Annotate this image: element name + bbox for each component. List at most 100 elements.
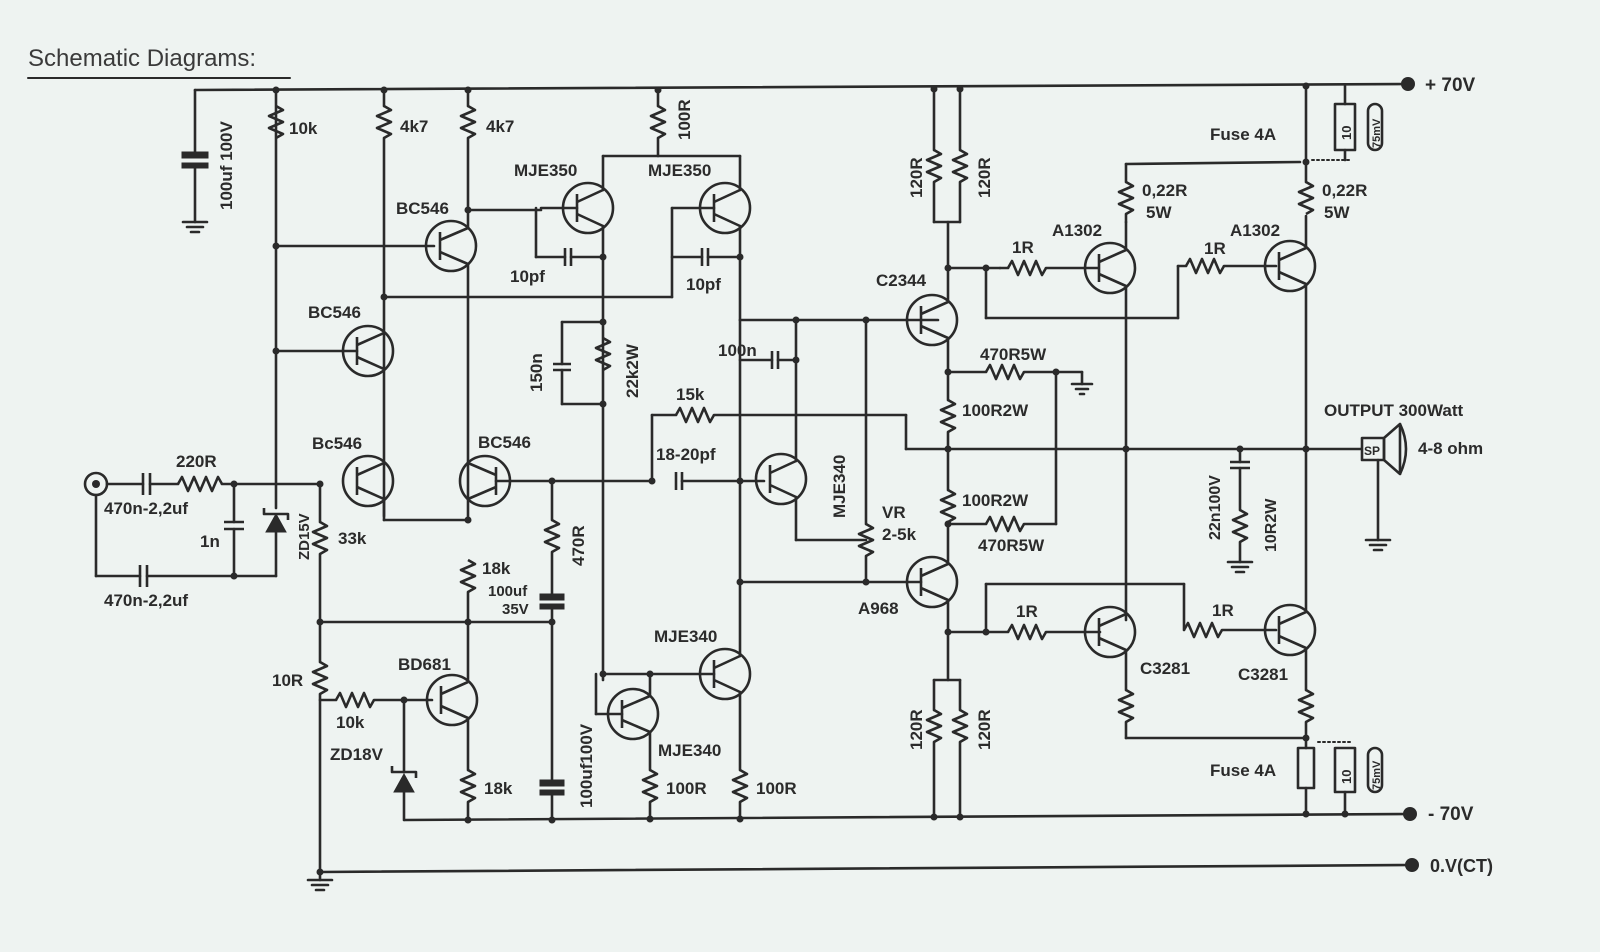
capacitor-10pf-a-label: 10pf [510,267,545,286]
capacitor-1n [224,482,244,578]
fuse-top-meter [1311,84,1384,162]
negative-rail-label: - 70V [1428,804,1474,825]
resistor-022r-b-label-2: 5W [1324,203,1350,222]
input-capacitor-bottom-label: 470n-2,2uf [104,591,188,610]
resistor-4k7-b-label: 4k7 [486,117,514,136]
supply-capacitor [181,88,209,234]
resistor-470r5w-b [946,515,1058,533]
input-capacitor-top-label: 470n-2,2uf [104,499,188,518]
resistor-10r [311,660,338,882]
resistor-120r-top-a-label: 120R [907,157,926,198]
resistor-22k2w [594,336,612,372]
capacitor-10pf-a [534,206,605,266]
transistor-c3281-a [1083,605,1308,740]
transistor-mje340-b [594,672,660,772]
resistor-120r-bottom-b-label: 120R [975,709,994,750]
fuse-bottom-meter [1317,741,1384,816]
supply-capacitor-label: 100uf 100V [217,121,236,210]
resistor-470r-label: 470R [569,525,588,566]
transistor-bc546-right-label: BC546 [478,433,531,452]
speaker-label: SP [1364,444,1380,458]
transistor-c2344 [905,293,959,402]
input-capacitor-bottom [94,493,278,587]
resistor-10r2w-label: 10R2W [1263,498,1280,552]
capacitor-10pf-b [670,248,742,266]
resistor-022r-b [1297,84,1315,216]
diagram-title: Schematic Diagrams: [28,45,256,72]
variable-resistor[interactable] [857,318,875,584]
capacitor-18-20pf-label: 18-20pf [656,445,716,464]
capacitor-10pf-b-label: 10pf [686,275,721,294]
transistor-a1302-a-label: A1302 [1052,221,1102,240]
resistor-15k [650,406,908,483]
resistor-18k-a-label: 18k [482,559,511,578]
transistor-bc546-input [341,454,470,522]
resistor-33k-label: 33k [338,529,367,548]
capacitor-100uf-100v-label: 100uf100V [577,723,596,808]
resistor-10-bottom-label: 10 [1339,770,1354,784]
resistor-33k [311,482,329,664]
transistor-a1302-b-label: A1302 [1230,221,1280,240]
resistor-1r-b [984,257,1278,320]
resistor-18k-a [318,558,554,682]
capacitor-100uf-35v [539,593,565,782]
resistor-1r-a [998,259,1100,277]
resistor-1r-c [946,623,1102,641]
resistor-10k-top [267,104,285,140]
transistor-bc546-input-label: Bc546 [312,434,362,453]
capacitor-1n-label: 1n [200,532,220,551]
transistor-bd681-label: BD681 [398,655,451,674]
zener-18v [390,698,418,822]
resistor-120r-bottom-pair [925,678,969,818]
resistor-100r-a-label: 100R [666,779,707,798]
zener-18v-label: ZD18V [330,745,384,764]
junction-dots [230,82,1349,876]
transistor-bc546-top [424,219,478,522]
transistor-mje340-driver [754,452,868,542]
resistor-100r-a [641,768,659,822]
resistor-120r-top-b-label: 120R [975,157,994,198]
capacitor-18-20pf [674,472,766,490]
ground-rail [318,858,1419,874]
transistor-bc546-top-label: BC546 [396,199,449,218]
capacitor-100uf-35v-label-a: 100uf [488,583,528,600]
resistor-470r5w-a-label: 470R5W [980,345,1047,364]
resistor-10r-label: 10R [272,671,303,690]
fuse-bottom [1296,746,1316,816]
capacitor-100n-label: 100n [718,341,757,360]
capacitor-150n [553,320,605,406]
resistor-100r2w-a-label: 100R2W [962,401,1029,420]
positive-rail [193,77,1415,92]
input-capacitor-top [105,473,180,495]
resistor-1r-c-label: 1R [1016,602,1038,621]
resistor-100r2w-b-label: 100R2W [962,491,1029,510]
output-power-label: OUTPUT 300Watt [1324,401,1464,420]
resistor-022r-a-label-2: 5W [1146,203,1172,222]
resistor-100r-top-label: 100R [675,99,694,140]
transistor-c2344-label: C2344 [876,271,927,290]
transistor-a968-label: A968 [858,599,899,618]
transistor-mje350-a-label: MJE350 [514,161,577,180]
input-jack[interactable] [83,471,109,497]
positive-rail-label: + 70V [1425,75,1476,96]
input-resistor-220r [176,475,320,493]
transistor-a1302-a [1083,220,1137,622]
ground-symbol-main [306,878,334,892]
resistor-4k7-a [375,88,393,518]
resistor-1r-d-label: 1R [1212,601,1234,620]
resistor-1r-b-label: 1R [1204,239,1226,258]
capacitor-100uf-100v [539,779,565,822]
capacitor-100uf-35v-label-b: 35V [502,601,529,618]
transistor-mje340-a [601,580,752,772]
resistor-100r-b-label: 100R [756,779,797,798]
resistor-022r-b-label-1: 0,22R [1322,181,1367,200]
capacitor-22n100v-label: 22n100V [1207,475,1224,540]
resistor-10k-bd-label: 10k [336,713,365,732]
transistor-bc546-mid [274,324,395,378]
transistor-bc546-right [458,454,652,508]
transistor-c3281-b-label: C3281 [1238,665,1288,684]
speaker-icon [1360,422,1408,552]
resistor-022r-a [1117,160,1302,224]
zobel-network [1226,447,1254,574]
